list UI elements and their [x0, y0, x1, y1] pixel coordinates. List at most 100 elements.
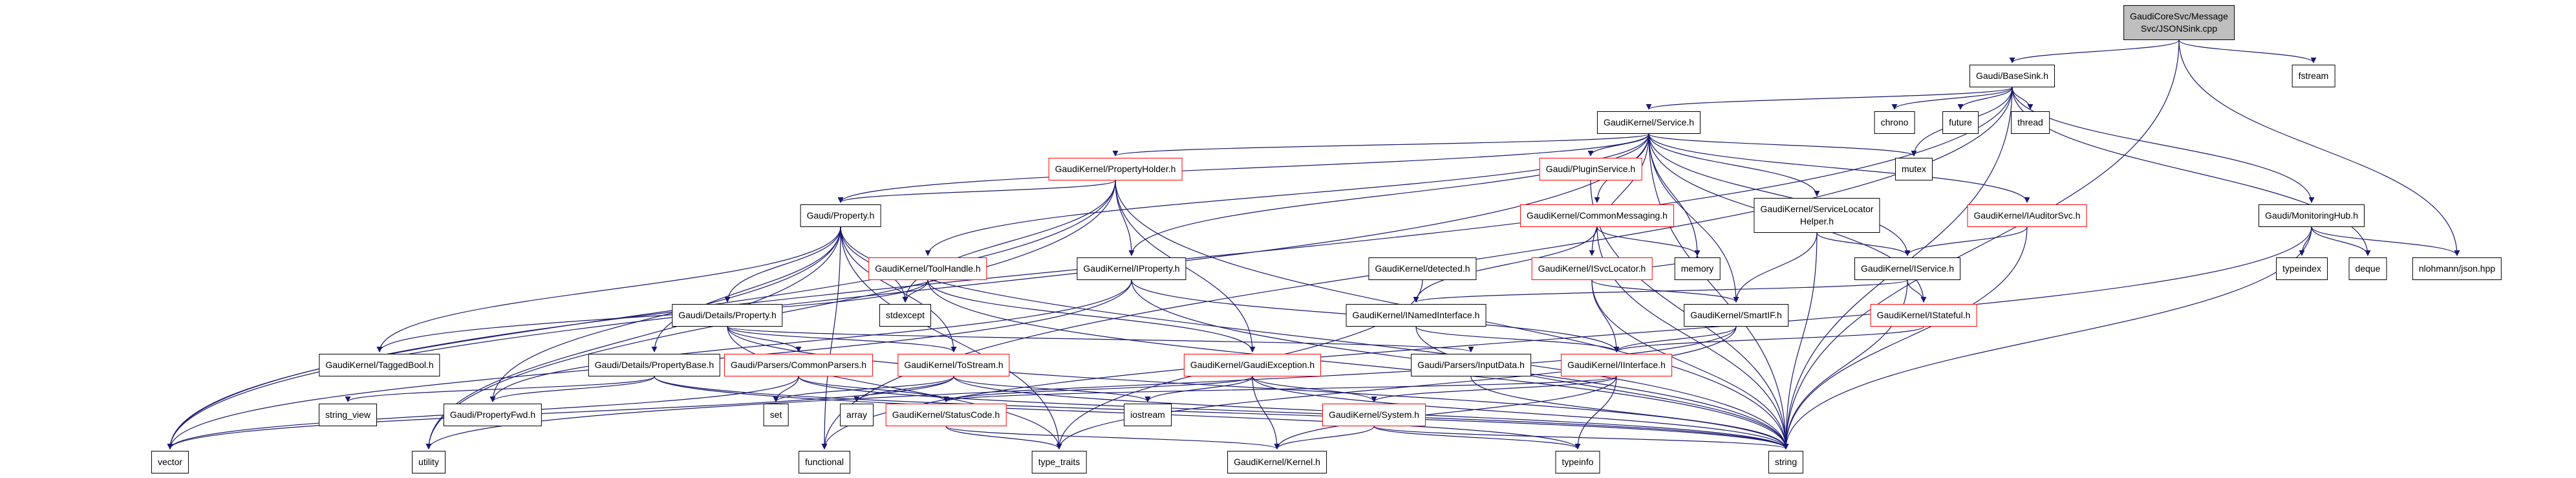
include-edge-propertybase--propertyfwd [489, 376, 655, 402]
graph-node-typeinfo: typeinfo [1555, 451, 1600, 473]
graph-node-propertyholder[interactable]: GaudiKernel/PropertyHolder.h [1048, 158, 1183, 180]
graph-node-detected[interactable]: GaudiKernel/detected.h [1368, 257, 1477, 280]
include-edge-isvclocator--iinterface [1591, 279, 1620, 353]
include-edge-property--tostream [840, 226, 957, 353]
graph-node-istateful[interactable]: GaudiKernel/IStateful.h [1870, 304, 1977, 327]
graph-node-basesink[interactable]: Gaudi/BaseSink.h [1969, 65, 2055, 87]
include-edge-service--iproperty [1128, 133, 1649, 256]
graph-node-smartif[interactable]: GaudiKernel/SmartIF.h [1684, 304, 1788, 327]
graph-node-functional: functional [799, 451, 850, 473]
graph-node-stdexcept: stdexcept [879, 304, 931, 327]
include-edge-iinterface--kernel [1274, 376, 1617, 450]
include-edge-propertyholder--stdexcept [902, 180, 1116, 303]
include-edge-tostream--vector [167, 376, 954, 450]
graph-node-commonmessaging[interactable]: GaudiKernel/CommonMessaging.h [1520, 204, 1674, 227]
graph-node-inamedinterface[interactable]: GaudiKernel/INamedInterface.h [1346, 304, 1487, 327]
graph-node-type_traits: type_traits [1031, 451, 1087, 473]
graph-node-statuscode[interactable]: GaudiKernel/StatusCode.h [885, 404, 1007, 426]
include-edge-inamedinterface--iinterface [1415, 326, 1620, 353]
include-edge-property--propertybase [651, 226, 841, 353]
graph-node-string_view: string_view [318, 404, 378, 426]
include-edge-service--toolhandle [925, 133, 1649, 256]
include-edge-smartif--iinterface [1613, 326, 1737, 353]
graph-node-iproperty[interactable]: GaudiKernel/IProperty.h [1077, 257, 1186, 280]
include-edge-iauditorsvc--string [1783, 226, 2028, 450]
graph-node-servicelocatorhelper[interactable]: GaudiKernel/ServiceLocator Helper.h [1754, 198, 1880, 233]
graph-node-kernel[interactable]: GaudiKernel/Kernel.h [1227, 451, 1327, 473]
include-edge-system--string [1373, 426, 1789, 450]
graph-node-iservice[interactable]: GaudiKernel/IService.h [1854, 257, 1960, 280]
graph-node-iostream: iostream [1124, 404, 1172, 426]
graph-node-memory: memory [1674, 257, 1721, 280]
include-edge-detailsproperty--type_traits [727, 326, 1062, 450]
include-edge-gaudiexception--string [1252, 376, 1789, 450]
graph-node-chrono: chrono [1874, 111, 1915, 134]
include-edge-service--servicelocatorhelper [1648, 133, 1820, 197]
graph-node-future: future [1942, 111, 1979, 134]
include-edge-statuscode--kernel [945, 426, 1280, 450]
edges-group [167, 39, 2460, 450]
graph-node-commonparsers[interactable]: Gaudi/Parsers/CommonParsers.h [724, 354, 874, 376]
include-edge-service--mutex [1648, 133, 1917, 157]
graph-node-toolhandle[interactable]: GaudiKernel/ToolHandle.h [868, 257, 987, 280]
include-edge-service--property [837, 133, 1649, 203]
include-edge-propertyholder--property [837, 180, 1116, 203]
graph-node-iauditorsvc[interactable]: GaudiKernel/IAuditorSvc.h [1967, 204, 2087, 227]
graph-node-inputdata[interactable]: Gaudi/Parsers/InputData.h [1411, 354, 1531, 376]
graph-node-gaudiexception[interactable]: GaudiKernel/GaudiException.h [1183, 354, 1322, 376]
include-edge-monitoringhub--deque [2311, 226, 2371, 256]
include-edge-tostream--iostream [953, 376, 1151, 402]
graph-node-taggedbool[interactable]: GaudiKernel/TaggedBool.h [319, 354, 440, 376]
graph-node-pluginservice[interactable]: Gaudi/PluginService.h [1539, 158, 1642, 180]
include-edge-toolhandle--taggedbool [376, 279, 928, 353]
include-edge-detailsproperty--tostream [727, 326, 957, 353]
include-edge-propertyholder--iproperty [1115, 180, 1135, 256]
include-edge-toolhandle--string [927, 279, 1789, 450]
graph-node-array: array [840, 404, 874, 426]
graph-node-service[interactable]: GaudiKernel/Service.h [1596, 111, 1701, 134]
include-edge-basesink--chrono [1891, 87, 2013, 110]
include-edge-jsonsink--string [1783, 39, 2180, 450]
graph-node-system[interactable]: GaudiKernel/System.h [1322, 404, 1426, 426]
include-edge-property--detailsproperty [724, 226, 841, 303]
graph-node-thread: thread [2011, 111, 2050, 134]
graph-node-iinterface[interactable]: GaudiKernel/IInterface.h [1561, 354, 1672, 376]
include-edge-detailsproperty--commonparsers [727, 326, 802, 353]
include-edge-tostream--array [853, 376, 954, 402]
graph-node-isvclocator[interactable]: GaudiKernel/ISvcLocator.h [1531, 257, 1653, 280]
graph-node-utility: utility [412, 451, 445, 473]
include-edge-commonmessaging--inamedinterface [1413, 226, 1598, 303]
include-edge-jsonsink--nlohmann_json [2178, 39, 2460, 256]
include-edge-servicelocatorhelper--iservice [1816, 232, 1911, 256]
include-edge-gaudiexception--iostream [1144, 376, 1253, 402]
graph-node-typeindex: typeindex [2276, 257, 2328, 280]
include-edge-statuscode--type_traits [945, 426, 1062, 450]
include-edge-service--iservice [1648, 133, 1911, 256]
include-edge-service--propertyholder [1112, 133, 1649, 157]
graph-node-string: string [1768, 451, 1804, 473]
graph-node-tostream[interactable]: GaudiKernel/ToStream.h [897, 354, 1010, 376]
graph-node-propertybase[interactable]: Gaudi/Details/PropertyBase.h [588, 354, 721, 376]
include-edge-service--smartif [1648, 133, 1739, 303]
graph-node-detailsproperty[interactable]: Gaudi/Details/Property.h [672, 304, 783, 327]
graph-node-monitoringhub[interactable]: Gaudi/MonitoringHub.h [2259, 204, 2365, 227]
include-edge-iproperty--propertyfwd [489, 279, 1132, 402]
include-edge-service--string [1648, 133, 1789, 450]
graph-node-deque: deque [2348, 257, 2387, 280]
include-edge-inamedinterface--string [1415, 326, 1789, 450]
include-edge-iservice--inamedinterface [1413, 279, 1908, 303]
include-edge-property--taggedbool [376, 226, 841, 353]
include-edge-commonparsers--string [798, 376, 1789, 450]
graph-node-property[interactable]: Gaudi/Property.h [800, 204, 881, 227]
graph-node-propertyfwd[interactable]: Gaudi/PropertyFwd.h [443, 404, 542, 426]
include-edge-toolhandle--stdexcept [902, 279, 928, 303]
include-edge-system--typeinfo [1373, 426, 1581, 450]
include-edge-property--type_traits [840, 226, 1062, 450]
include-edge-servicelocatorhelper--smartif [1733, 232, 1818, 303]
include-edge-gaudiexception--kernel [1252, 376, 1280, 450]
include-edge-service--iauditorsvc [1648, 133, 2030, 203]
include-edge-jsonsink--fstream [2178, 39, 2317, 63]
include-edge-commonmessaging--memory [1596, 226, 1701, 256]
